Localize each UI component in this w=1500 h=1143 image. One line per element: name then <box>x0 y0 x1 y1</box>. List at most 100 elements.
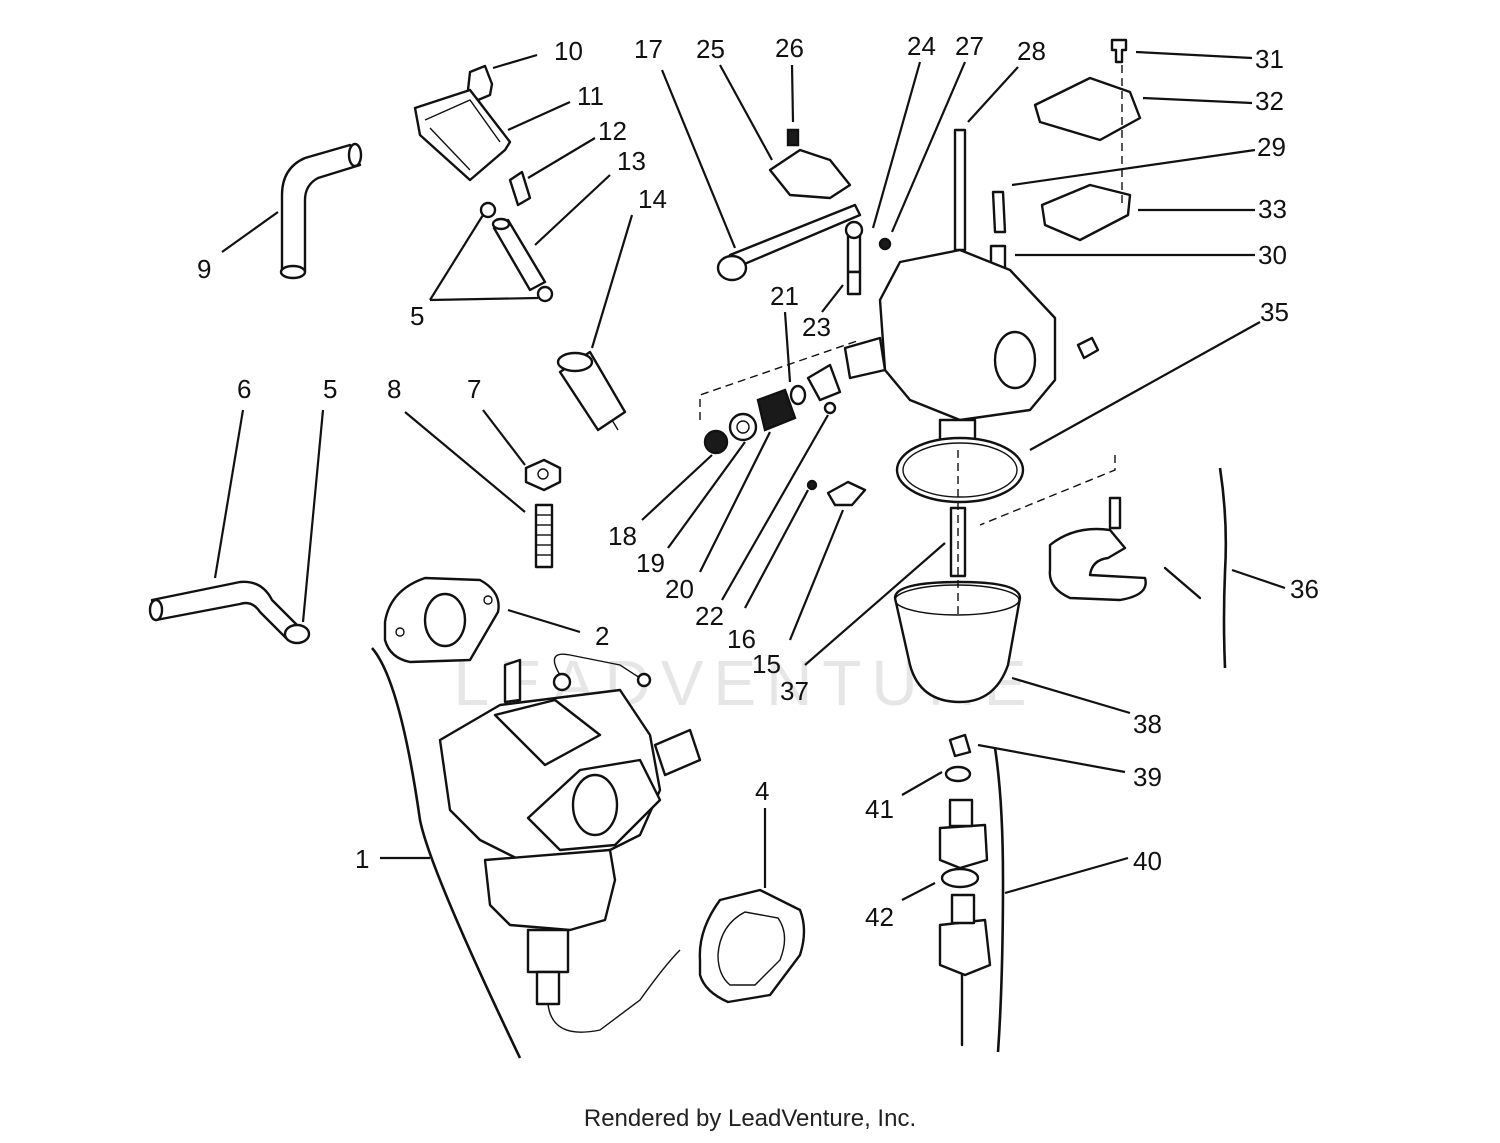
mixture-screw-spring <box>989 190 1007 276</box>
callout-31: 31 <box>1255 44 1284 74</box>
fuel-pump <box>413 88 512 182</box>
callout-32: 32 <box>1255 86 1284 116</box>
carburetor-assembly <box>438 653 702 1033</box>
leader-15 <box>788 509 845 641</box>
leader-16 <box>744 489 809 609</box>
leader-41 <box>901 771 943 796</box>
footer-credit: Rendered by LeadVenture, Inc. <box>583 1105 917 1132</box>
small-ball <box>878 237 892 251</box>
leader-36 <box>1231 568 1286 590</box>
callout-22: 22 <box>695 601 724 631</box>
leader-23 <box>821 284 844 313</box>
stud <box>534 503 554 569</box>
leader-29 <box>1011 148 1256 187</box>
carburetor-body <box>843 248 1100 447</box>
callout-15: 15 <box>752 649 781 679</box>
leader-22 <box>721 414 829 601</box>
bracket-36 <box>1218 467 1228 669</box>
leader-8 <box>404 411 526 513</box>
throttle-shaft <box>716 203 862 282</box>
fuel-filter <box>556 350 627 432</box>
leader-21 <box>783 311 792 383</box>
leader-42 <box>901 882 936 901</box>
cover-gasket <box>1040 183 1132 242</box>
leader-2 <box>507 608 581 634</box>
callout-30: 30 <box>1258 240 1287 270</box>
leader-27 <box>890 61 967 233</box>
leader-31 <box>1135 50 1253 60</box>
choke-parts <box>703 363 842 455</box>
callout-26: 26 <box>775 33 804 63</box>
callout-17: 17 <box>634 34 663 64</box>
leader-7 <box>482 409 526 466</box>
callout-36: 36 <box>1290 574 1319 604</box>
callout-35: 35 <box>1260 297 1289 327</box>
callout-20: 20 <box>665 574 694 604</box>
cover-screw <box>1110 38 1128 64</box>
leader-18 <box>641 454 713 521</box>
callout-33: 33 <box>1258 194 1287 224</box>
bracket-1 <box>371 647 522 1059</box>
gasket-upper <box>383 576 500 664</box>
callout-27: 27 <box>955 31 984 61</box>
callout-39: 39 <box>1133 762 1162 792</box>
bracket-40 <box>993 747 1005 1053</box>
callout-38: 38 <box>1133 709 1162 739</box>
leader-10 <box>492 53 538 70</box>
callout-23: 23 <box>802 312 831 342</box>
top-cover <box>1033 76 1142 142</box>
callout-12: 12 <box>598 116 627 146</box>
callout-2: 2 <box>595 621 609 651</box>
leader-38 <box>1011 676 1131 715</box>
callout-10: 10 <box>554 36 583 66</box>
throttle-plate <box>768 148 852 200</box>
leader-19 <box>667 441 746 549</box>
drain-screw-and-solenoid <box>938 733 992 1047</box>
leader-13 <box>534 174 611 246</box>
callout-4: 4 <box>755 776 769 806</box>
leader-5a-2 <box>429 296 539 302</box>
leader-39 <box>977 743 1126 774</box>
throttle-plate-screw <box>786 128 800 147</box>
leader-20 <box>699 431 771 573</box>
hose-clamps-upper <box>479 201 554 303</box>
callout-40: 40 <box>1133 846 1162 876</box>
bowl-o-ring <box>895 436 1025 504</box>
assembly-line-float <box>979 455 1116 526</box>
leader-24 <box>871 61 922 229</box>
leader-37 <box>804 542 946 666</box>
callout-5a: 5 <box>410 301 424 331</box>
idle-screw-spring <box>844 220 864 296</box>
callout-5b: 5 <box>323 374 337 404</box>
lever-and-screw <box>806 479 867 507</box>
callout-25: 25 <box>696 34 725 64</box>
callout-37: 37 <box>780 676 809 706</box>
leader-40 <box>1004 856 1129 895</box>
leader-17 <box>660 69 737 249</box>
leader-14 <box>590 214 634 349</box>
float <box>1048 496 1202 602</box>
leader-11 <box>507 100 571 132</box>
leader-9 <box>221 211 279 253</box>
leader-26 <box>790 64 795 123</box>
callout-29: 29 <box>1257 132 1286 162</box>
fuel-hose-upper <box>279 142 363 280</box>
nut <box>524 458 562 492</box>
callout-24: 24 <box>907 31 936 61</box>
leader-25 <box>719 64 773 161</box>
callout-11: 11 <box>577 81 604 111</box>
leader-12 <box>527 137 596 179</box>
callout-42: 42 <box>865 902 894 932</box>
leader-6 <box>213 409 245 579</box>
callout-13: 13 <box>617 146 646 176</box>
callout-14: 14 <box>638 184 667 214</box>
leader-35 <box>1029 321 1261 451</box>
hose-clamp-lower <box>283 623 311 645</box>
leader-5a-1 <box>429 214 484 301</box>
choke-rod <box>953 128 967 252</box>
fuel-hose-lower <box>148 580 304 642</box>
short-fuel-hose <box>491 217 547 292</box>
callout-9: 9 <box>197 254 211 284</box>
callout-18: 18 <box>608 521 637 551</box>
